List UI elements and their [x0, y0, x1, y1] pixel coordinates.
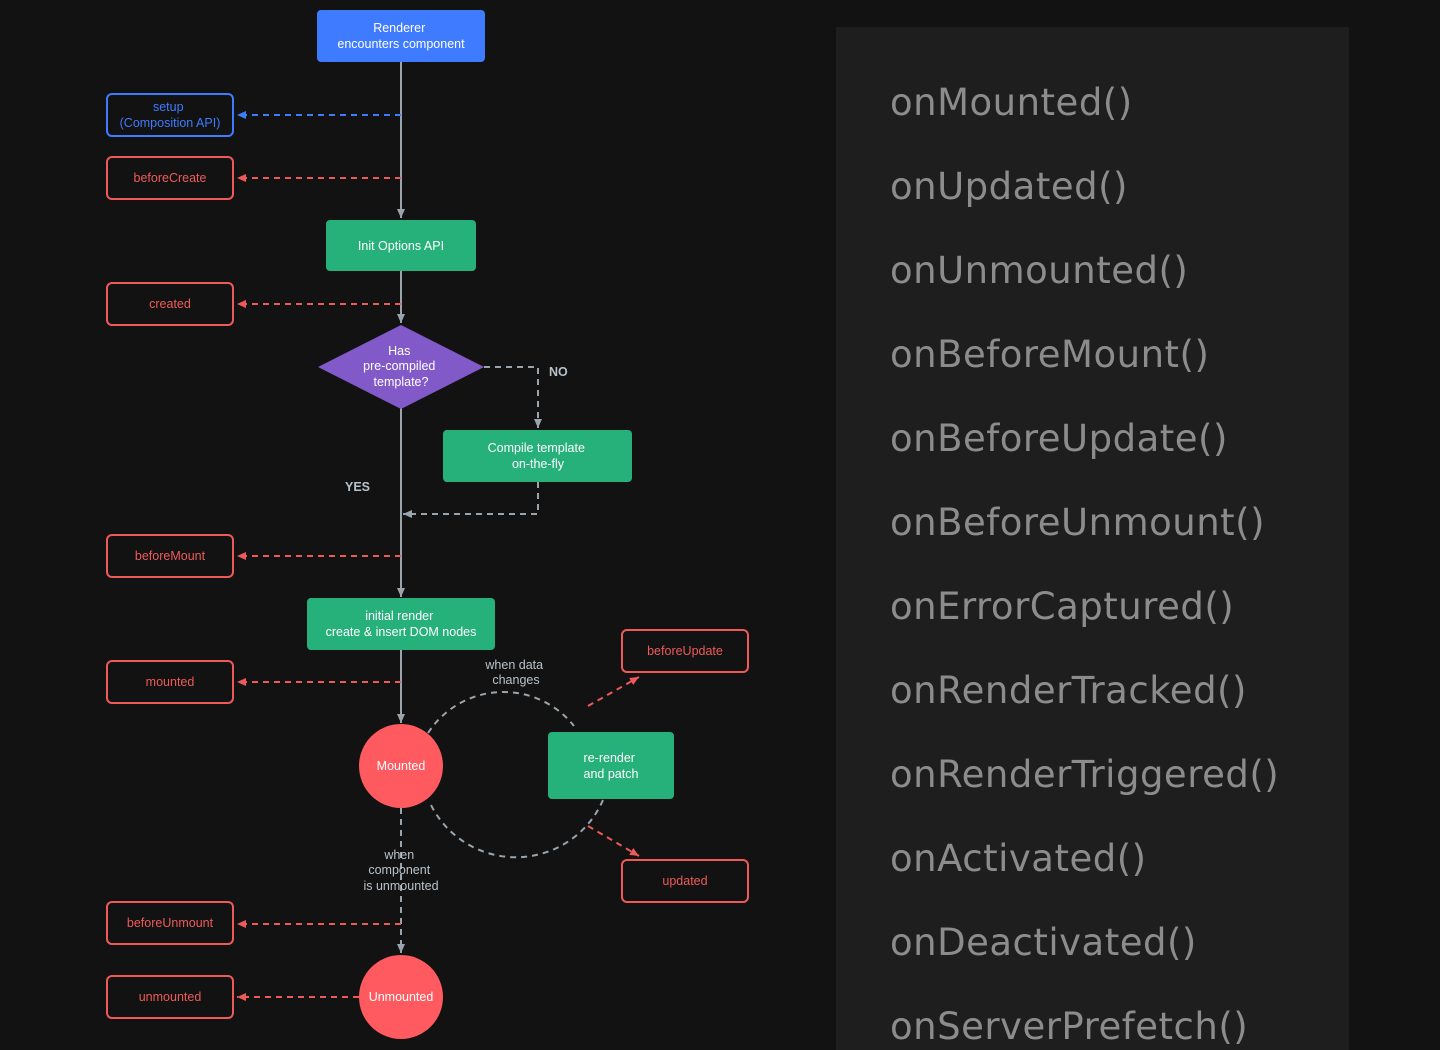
svg-text:beforeCreate: beforeCreate: [134, 171, 207, 185]
lifecycle-diagram: Renderer encounters component setup (Com…: [106, 10, 749, 1039]
composition-api-hooks-list: onMounted() onUpdated() onUnmounted() on…: [836, 27, 1349, 1050]
svg-text:Init Options API: Init Options API: [358, 239, 444, 253]
label-when-data-changes: when data changes: [484, 658, 546, 687]
flow-no-branch: [484, 366, 542, 428]
api-item: onErrorCaptured(): [890, 585, 1235, 628]
svg-text:initial render create &: initial render create & insert DOM nodes: [326, 609, 477, 639]
hook-updated: updated: [621, 859, 749, 903]
api-item: onDeactivated(): [890, 921, 1197, 964]
connector-before-update: [587, 676, 640, 707]
svg-text:Compile template on-the-: Compile template on-the-fly: [488, 441, 589, 471]
hook-unmounted: unmounted: [106, 975, 234, 1019]
api-item: onMounted(): [890, 81, 1133, 124]
step-rerender-and-patch: re-render and patch: [548, 732, 674, 799]
api-item: onServerPrefetch(): [890, 1005, 1249, 1048]
svg-text:beforeMount: beforeMount: [135, 549, 206, 563]
svg-text:Renderer encounters comp: Renderer encounters component: [337, 21, 465, 51]
svg-text:Mounted: Mounted: [377, 759, 426, 773]
renderer-start-node: Renderer encounters component: [317, 10, 485, 62]
label-when-unmounted: when component is unmounted: [363, 848, 438, 893]
svg-text:mounted: mounted: [146, 675, 195, 689]
flow-compile-return: [403, 482, 539, 518]
svg-text:created: created: [149, 297, 191, 311]
connector-updated: [587, 825, 640, 857]
hook-before-unmount: beforeUnmount: [106, 901, 234, 945]
step-init-options-api: Init Options API: [326, 220, 476, 271]
svg-text:beforeUpdate: beforeUpdate: [647, 644, 723, 658]
update-loop-bottom: [429, 799, 604, 859]
api-item: onUnmounted(): [890, 249, 1189, 292]
state-mounted: Mounted: [359, 724, 443, 808]
api-item: onBeforeUnmount(): [890, 501, 1266, 544]
step-initial-render: initial render create & insert DOM nodes: [307, 598, 495, 650]
svg-text:unmounted: unmounted: [139, 990, 202, 1004]
api-item: onRenderTriggered(): [890, 753, 1280, 796]
state-unmounted: Unmounted: [359, 955, 443, 1039]
hook-mounted: mounted: [106, 660, 234, 704]
label-yes: YES: [345, 480, 370, 494]
svg-text:setup (Composition API): setup (Composition API): [120, 100, 221, 130]
svg-text:Unmounted: Unmounted: [369, 990, 434, 1004]
hook-before-create: beforeCreate: [106, 156, 234, 200]
hook-before-mount: beforeMount: [106, 534, 234, 578]
step-compile-template: Compile template on-the-fly: [443, 430, 632, 482]
hook-created: created: [106, 282, 234, 326]
api-item: onBeforeUpdate(): [890, 417, 1228, 460]
setup-hook-box: setup (Composition API): [106, 93, 234, 137]
api-item: onActivated(): [890, 837, 1147, 880]
svg-text:re-render and patch: re-render and patch: [584, 751, 639, 781]
api-item: onBeforeMount(): [890, 333, 1210, 376]
svg-text:Has pre-compiled t: Has pre-compiled template?: [363, 344, 439, 389]
label-no: NO: [549, 365, 568, 379]
update-loop-top: [427, 691, 575, 734]
hook-before-update: beforeUpdate: [621, 629, 749, 673]
svg-text:updated: updated: [662, 874, 707, 888]
decision-precompiled-template: Has pre-compiled template?: [318, 325, 484, 409]
api-item: onRenderTracked(): [890, 669, 1247, 712]
api-item: onUpdated(): [890, 165, 1128, 208]
svg-text:beforeUnmount: beforeUnmount: [127, 916, 214, 930]
